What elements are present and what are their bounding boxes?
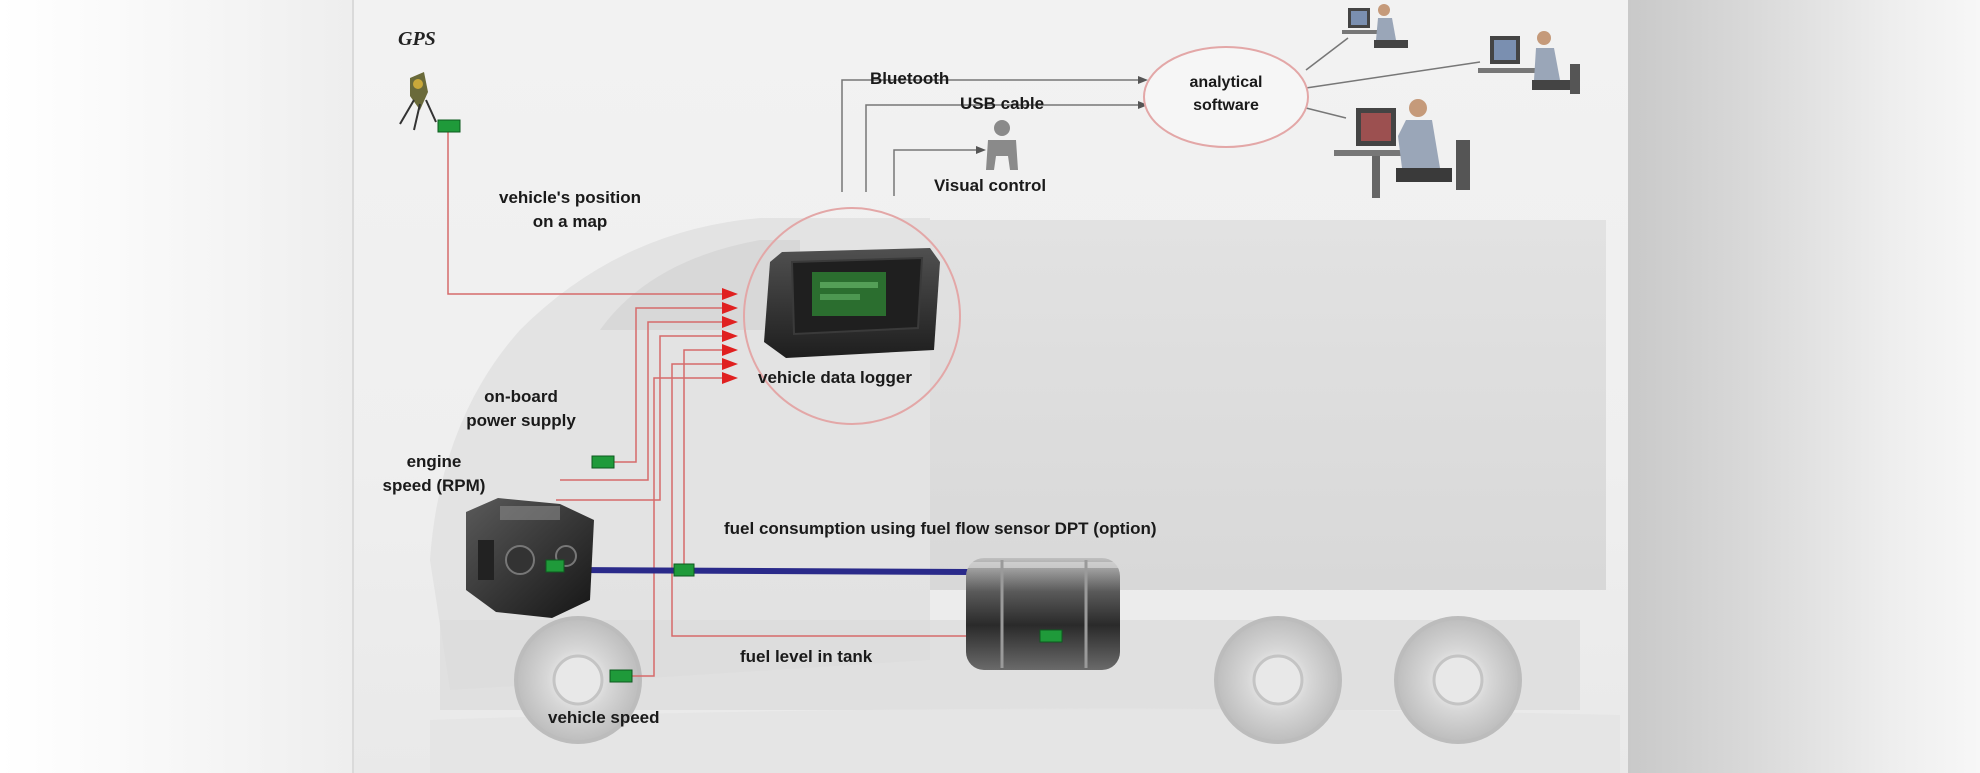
user-workstation-3 bbox=[1334, 99, 1470, 198]
to-user-2-line bbox=[1305, 61, 1481, 89]
fuel-flow-signal-line bbox=[683, 349, 722, 566]
bluetooth-label: Bluetooth bbox=[870, 69, 950, 88]
analytical-line2: software bbox=[1193, 97, 1259, 114]
front-wheel-hub bbox=[552, 654, 604, 706]
vehicle-speed-signal-line bbox=[632, 377, 722, 677]
fuel-level-sensor bbox=[1039, 629, 1063, 643]
engine bbox=[466, 498, 594, 618]
user-workstation-2 bbox=[1478, 31, 1580, 94]
signal-lines bbox=[447, 128, 1046, 677]
connector-arrows bbox=[976, 76, 1148, 154]
rear-wheel-2-hub bbox=[1432, 654, 1484, 706]
usb-line bbox=[865, 104, 1138, 192]
signal-arrow-1 bbox=[722, 288, 738, 300]
visual-control-arrow bbox=[976, 146, 986, 154]
vehicle-speed-sensor bbox=[609, 669, 633, 683]
visual-control-line bbox=[893, 149, 976, 196]
rpm-signal-line bbox=[556, 335, 722, 501]
user-workstation-1 bbox=[1342, 4, 1408, 48]
fuel-flow-sensor bbox=[673, 563, 695, 577]
connector-lines bbox=[841, 37, 1481, 196]
to-user-3-line bbox=[1305, 107, 1347, 119]
power-supply-line1: on-board bbox=[484, 387, 558, 406]
signal-arrow-4 bbox=[722, 330, 738, 342]
truck-illustration bbox=[430, 218, 1620, 773]
vehicle-speed-label: vehicle speed bbox=[548, 708, 660, 727]
person-icon bbox=[986, 120, 1018, 170]
signal-arrow-2 bbox=[722, 302, 738, 314]
vehicle-position-line1: vehicle's position bbox=[499, 188, 641, 207]
data-logger-circle bbox=[743, 207, 961, 425]
left-margin bbox=[0, 0, 352, 773]
vehicle-data-logger-device bbox=[764, 248, 940, 358]
usb-cable-label: USB cable bbox=[960, 94, 1045, 113]
fuel-level-label: fuel level in tank bbox=[740, 647, 873, 666]
power-supply-line2: power supply bbox=[466, 411, 576, 430]
signal-arrows bbox=[722, 288, 738, 384]
signal-arrow-7 bbox=[722, 372, 738, 384]
power-supply-label: on-board power supply bbox=[446, 385, 596, 433]
power-supply-sensor bbox=[591, 455, 615, 469]
fuel-consumption-label: fuel consumption using fuel flow sensor … bbox=[724, 519, 1157, 538]
gps-label: GPS bbox=[398, 28, 436, 50]
engine-sensor bbox=[545, 559, 565, 573]
bluetooth-arrow bbox=[1138, 76, 1148, 84]
visual-control-label: Visual control bbox=[934, 176, 1047, 195]
engine-speed-line1: engine bbox=[406, 452, 462, 471]
rear-wheel-1-hub bbox=[1252, 654, 1304, 706]
fuel-level-signal-line bbox=[671, 363, 1046, 637]
gps-signal-line bbox=[447, 128, 722, 295]
vehicle-position-label: vehicle's position on a map bbox=[470, 186, 670, 234]
fuel-line bbox=[571, 567, 971, 575]
engine-speed-label: engine speed (RPM) bbox=[364, 450, 504, 498]
gps-antenna-icon bbox=[399, 72, 437, 131]
gps-sensor bbox=[437, 119, 461, 133]
vehicle-position-line2: on a map bbox=[532, 212, 608, 231]
bluetooth-line bbox=[841, 79, 1138, 192]
right-margin bbox=[1628, 0, 1980, 773]
vehicle-data-logger-label: vehicle data logger bbox=[758, 368, 912, 387]
analytical-software-ellipse bbox=[1143, 46, 1309, 148]
engine-signal-line bbox=[560, 321, 722, 481]
usb-arrow bbox=[1138, 101, 1148, 109]
power-signal-line bbox=[604, 307, 722, 463]
analytical-line1: analytical bbox=[1189, 74, 1263, 91]
fuel-tank bbox=[966, 558, 1120, 670]
engine-speed-line2: speed (RPM) bbox=[382, 476, 486, 495]
signal-arrow-5 bbox=[722, 344, 738, 356]
trailer-body bbox=[930, 220, 1606, 590]
to-user-1-line bbox=[1305, 37, 1349, 71]
sensors bbox=[437, 119, 1063, 683]
signal-arrow-3 bbox=[722, 316, 738, 328]
signal-arrow-6 bbox=[722, 358, 738, 370]
analytical-software-label: analytical software bbox=[1156, 71, 1296, 117]
